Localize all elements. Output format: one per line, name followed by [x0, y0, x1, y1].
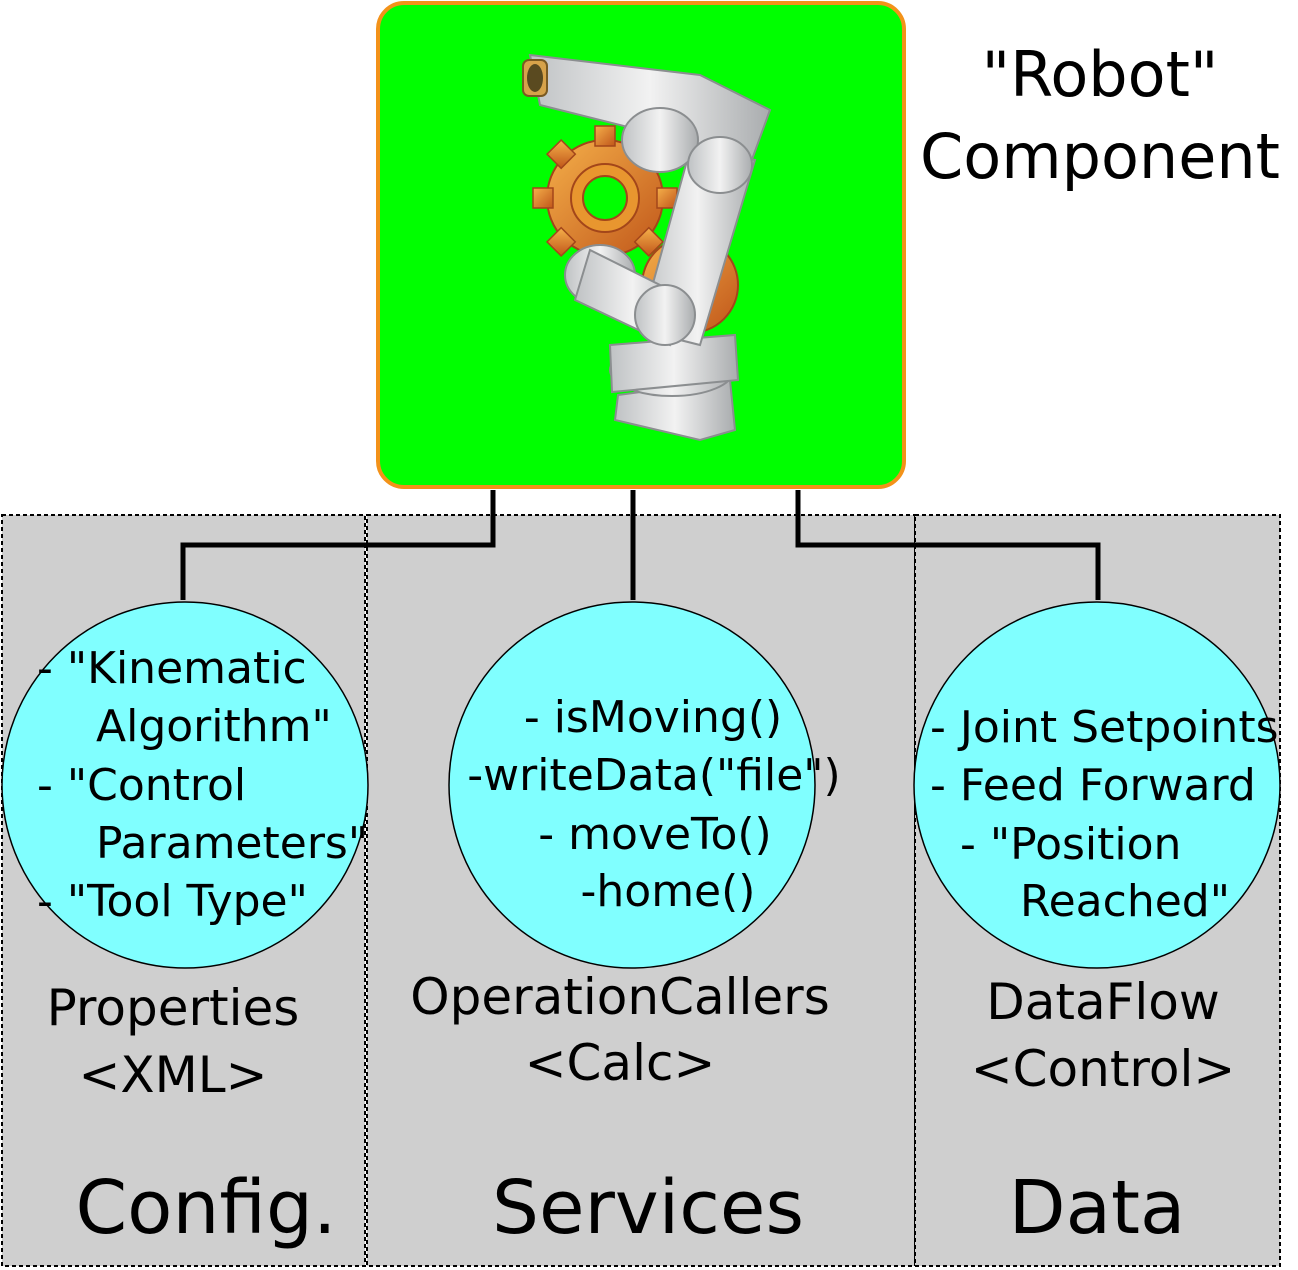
operations-label-line2: <Calc> [525, 1034, 716, 1092]
component-title-line1: "Robot" [982, 38, 1219, 111]
dataflow-item: Reached" [1020, 876, 1230, 927]
dataflow-item: - Joint Setpoints [930, 702, 1279, 753]
services-section-label: Services [492, 1165, 804, 1251]
properties-item: - "Kinematic [37, 643, 307, 694]
operations-circle[interactable] [448, 601, 816, 969]
gear-icon [532, 125, 678, 271]
operations-item: -writeData("file") [467, 750, 840, 801]
operations-item: - moveTo() [538, 809, 771, 860]
operations-item-list: - isMoving() -writeData("file") - moveTo… [467, 692, 840, 917]
dataflow-item: - Feed Forward [930, 760, 1256, 811]
operations-item: - isMoving() [524, 692, 782, 743]
dataflow-circle[interactable] [913, 601, 1281, 969]
properties-item: Algorithm" [96, 701, 332, 752]
properties-circle[interactable] [1, 601, 369, 969]
component-title-line2: Component [920, 120, 1280, 193]
properties-label-line1: Properties [47, 979, 300, 1037]
dataflow-item: - "Position [960, 819, 1181, 870]
operations-label-line1: OperationCallers [410, 968, 830, 1026]
dataflow-item-list: - Joint Setpoints - Feed Forward - "Posi… [930, 702, 1279, 927]
config-connector [180, 490, 496, 600]
robot-arm-icon [522, 53, 772, 442]
dataflow-label-line1: DataFlow [986, 973, 1220, 1031]
config-section-label: Config. [76, 1165, 337, 1251]
data-section-label: Data [1009, 1165, 1186, 1251]
operations-item: -home() [581, 866, 756, 917]
properties-item: Parameters" [96, 818, 368, 869]
properties-item-list: - "Kinematic Algorithm" - "Control Param… [37, 643, 368, 927]
properties-item: - "Control [37, 760, 246, 811]
connector-lines [180, 490, 1101, 600]
properties-label-line2: <XML> [78, 1046, 267, 1104]
data-connector [795, 490, 1101, 600]
properties-item: - "Tool Type" [37, 876, 308, 927]
dataflow-label-line2: <Control> [971, 1040, 1236, 1098]
